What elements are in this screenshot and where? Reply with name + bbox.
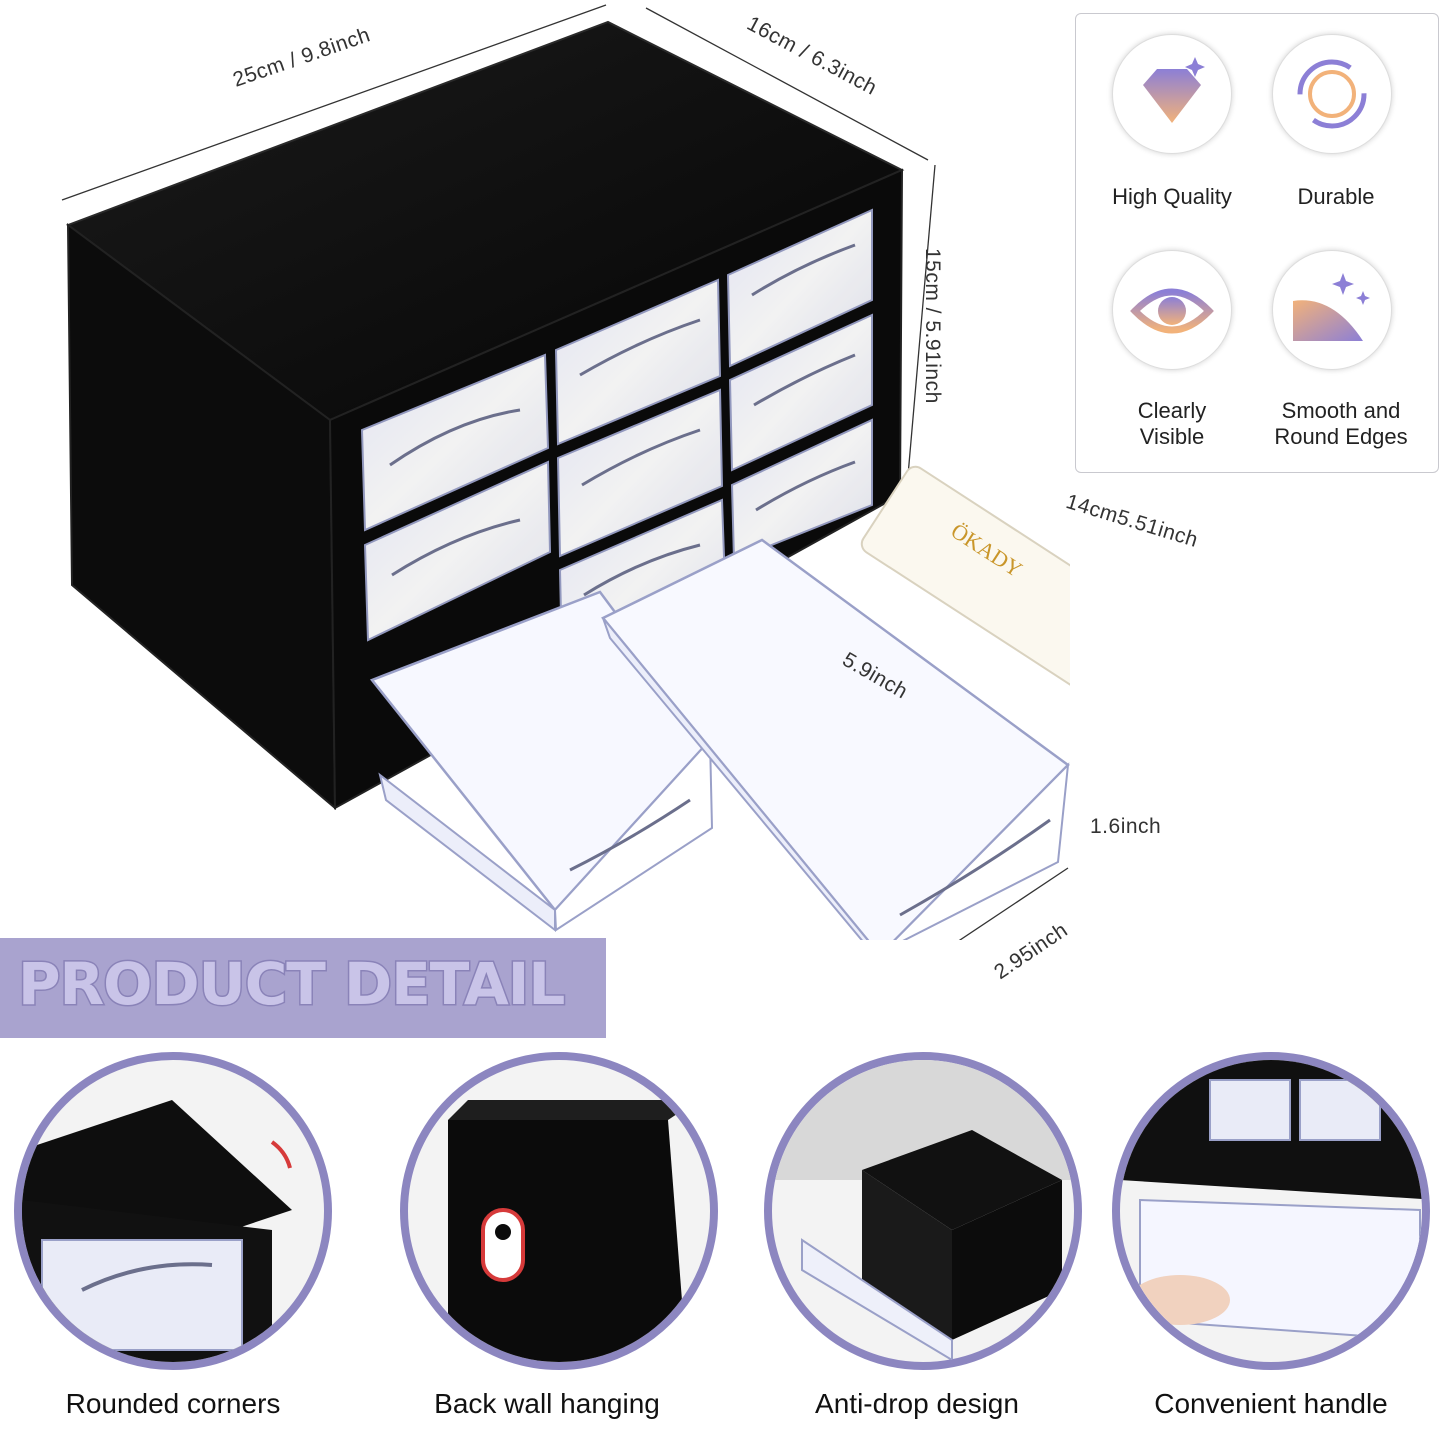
smooth-edge-icon bbox=[1272, 250, 1392, 370]
feature-label-high-quality: High Quality bbox=[1112, 184, 1232, 209]
eye-icon bbox=[1112, 250, 1232, 370]
dim-drawer-height: 1.6inch bbox=[1090, 815, 1162, 838]
banner-background bbox=[0, 938, 606, 1038]
detail-label-rounded-corners: Rounded corners bbox=[65, 1388, 281, 1419]
feature-label-smooth-edges: Smooth and Round Edges bbox=[1274, 398, 1408, 449]
detail-label-back-wall: Back wall hanging bbox=[434, 1388, 660, 1419]
feature-label-durable: Durable bbox=[1297, 184, 1375, 209]
open-drawer-left bbox=[369, 590, 714, 933]
detail-image-convenient-handle bbox=[1112, 1052, 1430, 1370]
detail-image-anti-drop bbox=[764, 1052, 1082, 1370]
detail-image-rounded-corners bbox=[14, 1052, 332, 1370]
corner-marker bbox=[270, 1140, 292, 1169]
recycle-arrows-icon bbox=[1272, 34, 1392, 154]
hanging-hole-icon bbox=[481, 1208, 525, 1282]
detail-image-back-wall bbox=[400, 1052, 718, 1370]
dim-tube: 14cm5.51inch bbox=[1063, 490, 1201, 552]
product-illustration: ÖKADY bbox=[61, 4, 1070, 940]
feature-card: High Quality Durable Clearly Visible Smo bbox=[1075, 13, 1439, 473]
lotion-tube: ÖKADY bbox=[860, 465, 1070, 708]
dim-height: 15cm / 5.91inch bbox=[921, 248, 944, 404]
feature-label-clearly-visible: Clearly Visible bbox=[1137, 398, 1207, 449]
open-drawer-right bbox=[601, 538, 1070, 940]
detail-label-convenient-handle: Convenient handle bbox=[1154, 1388, 1388, 1419]
banner-title: PRODUCT DETAIL bbox=[16, 949, 566, 1020]
diamond-icon bbox=[1112, 34, 1232, 154]
drawer-handles bbox=[389, 243, 856, 597]
detail-label-anti-drop: Anti-drop design bbox=[815, 1388, 1019, 1419]
